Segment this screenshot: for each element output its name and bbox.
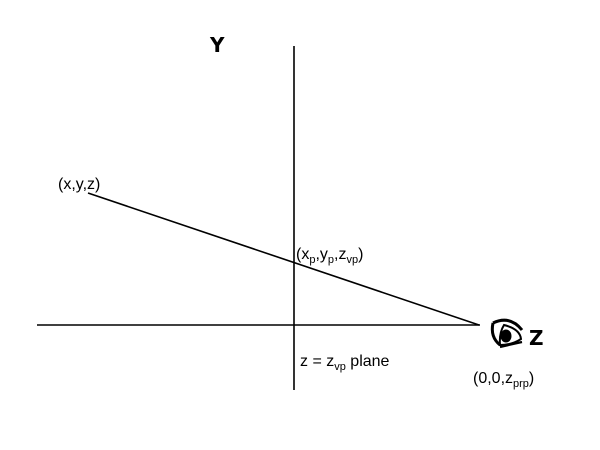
z-axis-label: Z — [529, 326, 544, 350]
projection-line — [87, 192, 480, 326]
projected-point-label: (xp,yp,zvp) — [296, 246, 363, 266]
eye-icon — [490, 318, 524, 349]
prp-label: (0,0,zprp) — [473, 370, 534, 390]
object-point-label: (x,y,z) — [58, 176, 100, 193]
y-axis-label: Y — [209, 33, 225, 57]
view-plane-label: z = zvp plane — [300, 353, 390, 373]
